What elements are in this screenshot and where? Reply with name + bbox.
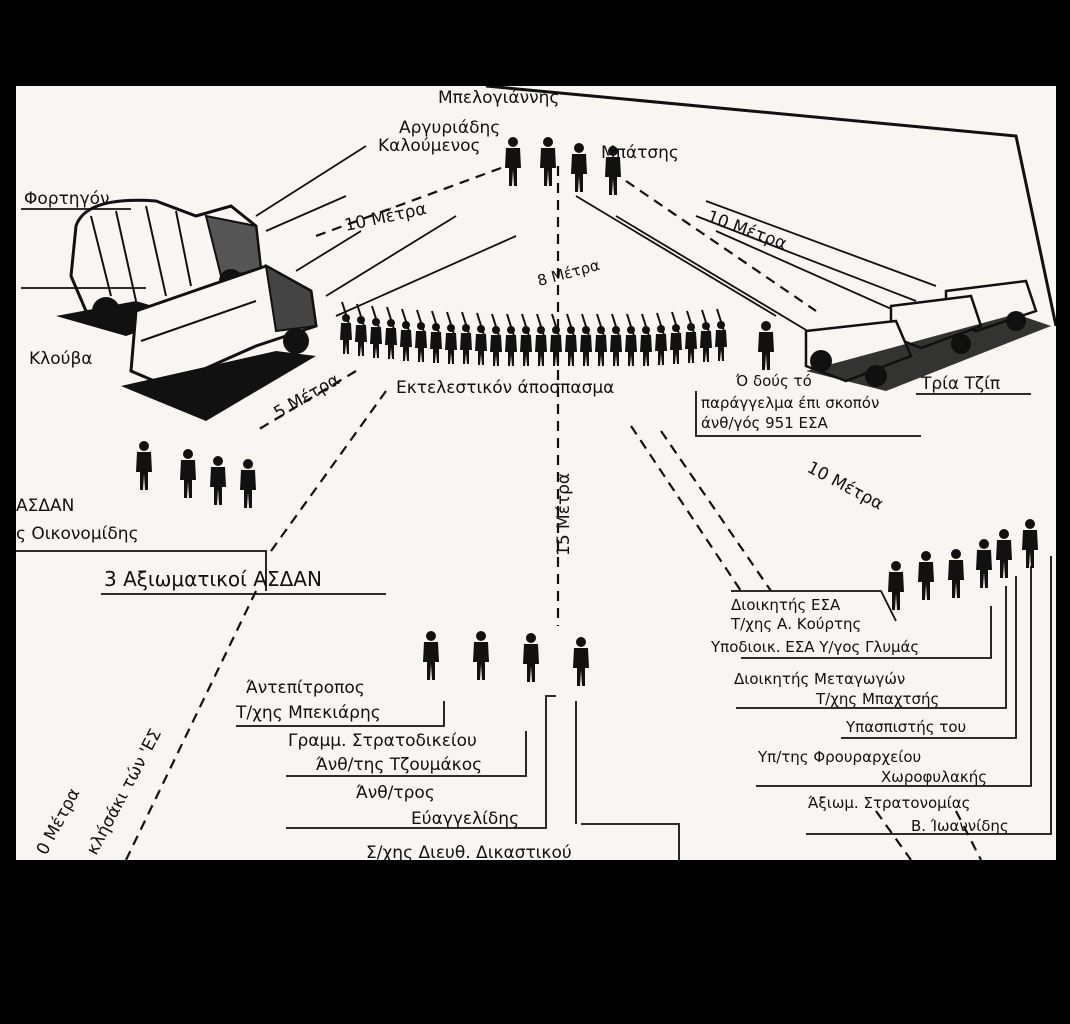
label-esa-1: Διοικητής ΕΣΑ	[731, 596, 841, 614]
label-esa-2: Τ/χης Α. Κούρτης	[730, 615, 861, 633]
distance-bottom-left: 0 Μέτρα	[33, 785, 85, 858]
label-esa-7: Υπ/της Φρουραρχείου	[757, 748, 921, 766]
label-esa-6: Υπασπιστής του	[845, 718, 966, 736]
label-official-1: Άντεπίτροπος	[246, 678, 365, 698]
label-batsis: Μπάτσης	[601, 143, 679, 163]
label-firing-squad: Εκτελεστικόν άποσπασμα	[396, 378, 614, 398]
label-official-5: Άνθ/τρος	[356, 783, 435, 803]
label-official-4: Άνθ/της Τζουμάκος	[316, 755, 482, 775]
label-official-2: Τ/χης Μπεκιάρης	[235, 703, 381, 723]
bottom-right-line-a	[876, 811, 911, 860]
jeep-distance-line	[626, 181, 816, 311]
distance-officials: 15 Μέτρα	[554, 473, 574, 556]
label-kaloumenos: Καλούμενος	[378, 136, 481, 156]
label-asdan-group: 3 Αξιωματικοί ΑΣΔΑΝ	[104, 567, 322, 591]
label-three-jeeps: Τρία Τζίπ	[920, 374, 1000, 394]
label-esa-9: Άξιωμ. Στρατονομίας	[808, 794, 970, 812]
label-cage-van: Κλούβα	[29, 349, 93, 369]
execution-layout-diagram: Μπελογιάννης Αργυριάδης Καλούμενος Μπάτσ…	[16, 86, 1056, 860]
distance-esa: 10 Μέτρα	[804, 458, 887, 515]
officials-figures	[423, 631, 589, 686]
label-esa-8: Χωροφυλακής	[881, 768, 987, 786]
distance-trucks: 10 Μέτρα	[343, 199, 428, 236]
firing-squad-figures	[340, 302, 774, 370]
esa-line-a	[631, 426, 741, 591]
label-commander-3: άνθ/γός 951 ΕΣΑ	[701, 414, 828, 432]
label-asdan-1: ΑΣΔΑΝ	[16, 496, 74, 516]
label-asdan-2: ς Οικονομίδης	[16, 524, 139, 544]
label-esa-4: Διοικητής Μεταγωγών	[734, 670, 905, 688]
label-commander-2: παράγγελμα έπι σκοπόν	[701, 394, 879, 412]
esa-line-b	[661, 431, 771, 591]
distance-asdan: 5 Μέτρα	[271, 370, 344, 423]
label-official-3: Γραμμ. Στρατοδικείου	[288, 731, 477, 751]
label-truck: Φορτηγόν	[24, 189, 110, 209]
label-esa-3: Υποδιοικ. ΕΣΑ Υ/γος Γλυμάς	[710, 638, 919, 656]
label-official-7: Σ/χης Διευθ. Δικαστικού	[366, 843, 572, 860]
distance-bottom-left-2: κλήσάκι τών 'ΕΣ	[83, 726, 166, 859]
distance-squad: 8 Μέτρα	[535, 256, 601, 290]
label-official-6: Εύαγγελίδης	[411, 809, 519, 829]
label-esa-5: Τ/χης Μπαχτσής	[815, 690, 939, 708]
label-commander-1: Ό δούς τό	[735, 372, 812, 390]
label-argyriadis: Αργυριάδης	[399, 118, 500, 138]
label-belogiannis: Μπελογιάννης	[438, 88, 559, 108]
label-esa-10: Β. Ίωαννίδης	[911, 817, 1009, 835]
diagram-paper: Μπελογιάννης Αργυριάδης Καλούμενος Μπάτσ…	[16, 86, 1056, 860]
asdan-officer-figures	[136, 441, 256, 508]
